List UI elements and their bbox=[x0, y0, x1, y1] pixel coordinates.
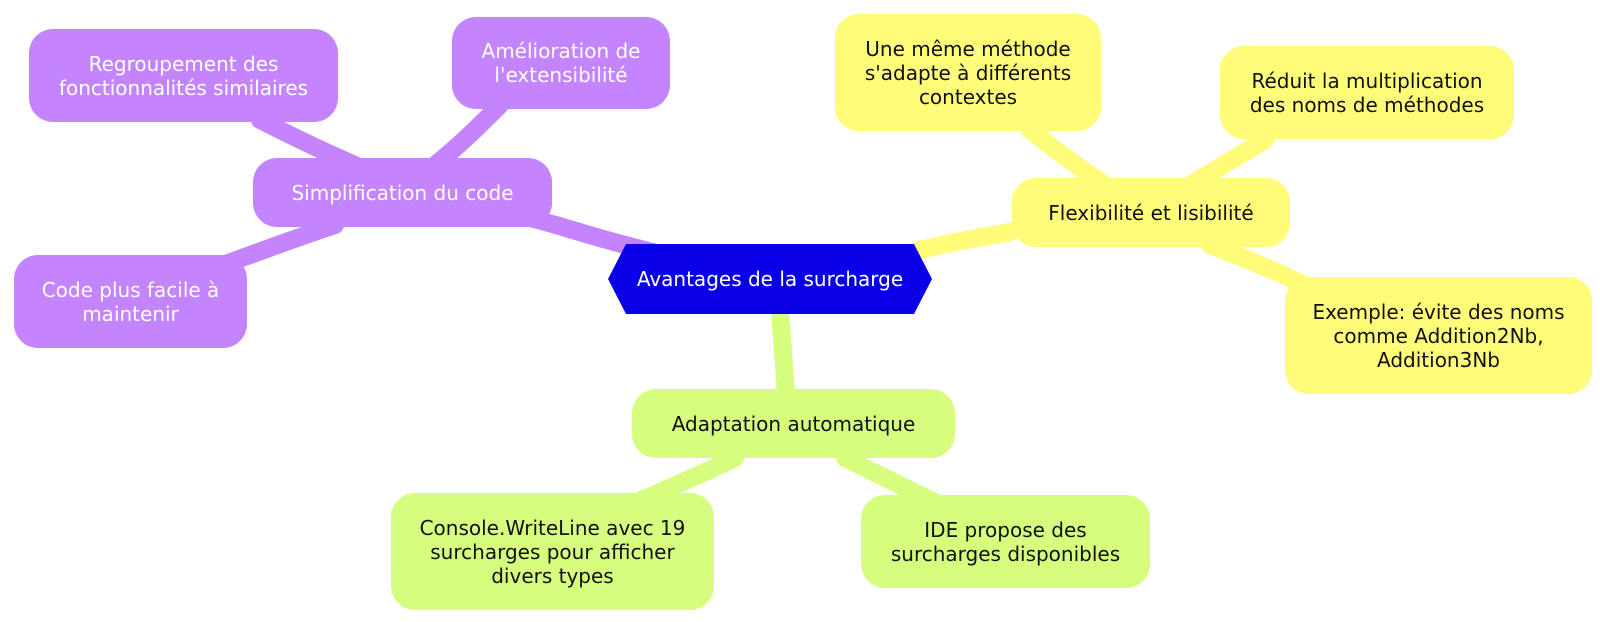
edge-root-adaptation bbox=[771, 303, 795, 401]
edge-flexibilite-methode bbox=[1021, 121, 1114, 194]
leaf-console-writeline[interactable]: Console.WriteLine avec 19 surcharges pou… bbox=[391, 493, 714, 610]
branch-adaptation-automatique[interactable]: Adaptation automatique bbox=[632, 389, 955, 458]
leaf-code-facile-maintenir[interactable]: Code plus facile à maintenir bbox=[14, 255, 247, 348]
leaf-regroupement-fonctionnalites[interactable]: Regroupement des fonctionnalités similai… bbox=[29, 29, 338, 122]
branch-simplification-du-code[interactable]: Simplification du code bbox=[253, 158, 552, 227]
edge-simplification-extensibilite bbox=[426, 96, 509, 174]
root-node[interactable]: Avantages de la surcharge bbox=[608, 244, 932, 314]
leaf-ide-surcharges[interactable]: IDE propose des surcharges disponibles bbox=[861, 495, 1150, 588]
leaf-meme-methode-contextes[interactable]: Une même méthode s'adapte à différents c… bbox=[835, 14, 1101, 131]
leaf-exemple-noms[interactable]: Exemple: évite des noms comme Addition2N… bbox=[1285, 277, 1592, 394]
root-hexagon bbox=[608, 244, 932, 314]
edge-root-flexibilite bbox=[911, 223, 1019, 259]
leaf-reduit-multiplication[interactable]: Réduit la multiplication des noms de mét… bbox=[1220, 46, 1514, 139]
branch-flexibilite-lisibilite[interactable]: Flexibilité et lisibilité bbox=[1012, 178, 1290, 247]
leaf-amelioration-extensibilite[interactable]: Amélioration de l'extensibilité bbox=[452, 17, 670, 109]
root-label: Avantages de la surcharge bbox=[636, 267, 904, 291]
